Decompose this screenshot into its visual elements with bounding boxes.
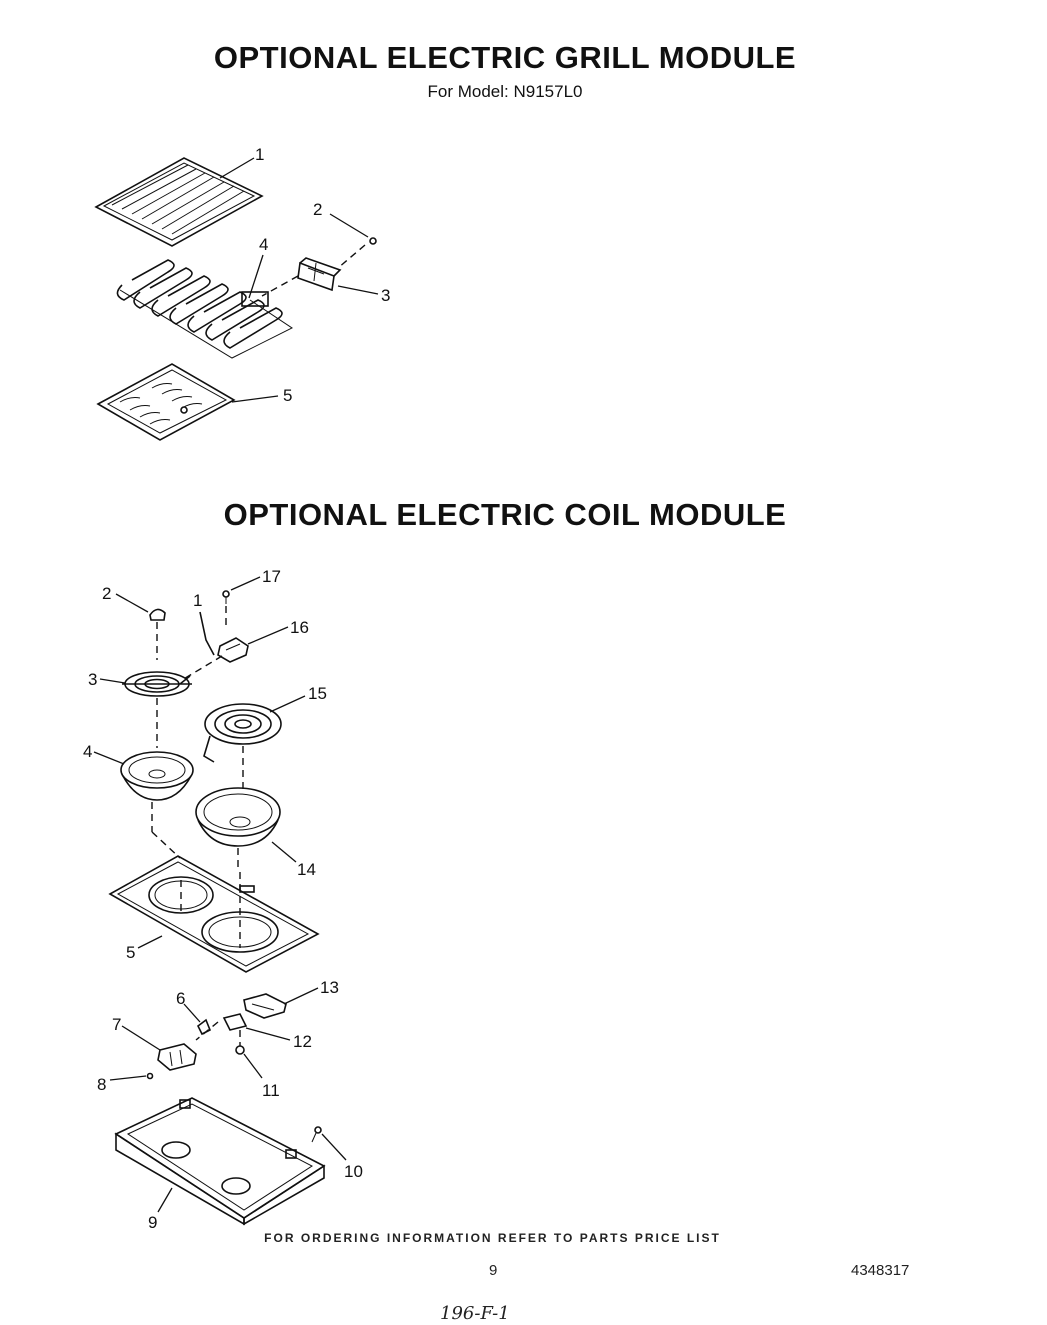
callout-coil-9: 9 bbox=[148, 1213, 157, 1232]
callout-coil-15: 15 bbox=[308, 684, 327, 703]
ordering-note: FOR ORDERING INFORMATION REFER TO PARTS … bbox=[264, 1231, 721, 1245]
coil-screw-10 bbox=[311, 1126, 322, 1143]
callout-coil-3: 3 bbox=[88, 670, 97, 689]
coil-large-drip-bowl bbox=[195, 787, 281, 847]
callout-coil-16: 16 bbox=[290, 618, 309, 637]
coil-small-drip-bowl bbox=[120, 751, 194, 801]
coil-cooktop-panel bbox=[108, 855, 320, 973]
coil-clip-6 bbox=[196, 1018, 212, 1036]
coil-wire bbox=[199, 611, 215, 656]
callout-coil-5: 5 bbox=[126, 943, 135, 962]
callout-coil-1: 1 bbox=[193, 591, 202, 610]
callout-coil-12: 12 bbox=[293, 1032, 312, 1051]
coil-switch-plate-12 bbox=[222, 1013, 248, 1031]
coil-module-title: OPTIONAL ELECTRIC COIL MODULE bbox=[223, 497, 787, 532]
model-line: For Model: N9157L0 bbox=[427, 82, 583, 101]
callout-coil-7: 7 bbox=[112, 1015, 121, 1034]
coil-base-pan bbox=[114, 1097, 326, 1226]
callout-coil-17: 17 bbox=[262, 567, 281, 586]
grill-drip-pan bbox=[96, 363, 236, 441]
callout-coil-13: 13 bbox=[320, 978, 339, 997]
coil-small-element bbox=[122, 671, 192, 697]
callout-coil-6: 6 bbox=[176, 989, 185, 1008]
callout-coil-10: 10 bbox=[344, 1162, 363, 1181]
grill-screw bbox=[369, 237, 377, 245]
coil-large-element bbox=[203, 703, 282, 763]
callout-grill-5: 5 bbox=[283, 386, 292, 405]
callout-grill-4: 4 bbox=[259, 235, 268, 254]
callout-coil-2: 2 bbox=[102, 584, 111, 603]
callout-grill-1: 1 bbox=[255, 145, 264, 164]
coil-cap bbox=[149, 608, 166, 621]
coil-terminal-block-7 bbox=[157, 1043, 197, 1071]
callout-coil-8: 8 bbox=[97, 1075, 106, 1094]
document-number: 4348317 bbox=[851, 1262, 910, 1279]
callout-grill-2: 2 bbox=[313, 200, 322, 219]
coil-nut-11 bbox=[235, 1045, 245, 1055]
callout-coil-11: 11 bbox=[262, 1081, 280, 1100]
coil-bracket-13 bbox=[243, 993, 287, 1019]
coil-receptacle-16 bbox=[217, 637, 249, 663]
callout-coil-4: 4 bbox=[83, 742, 92, 761]
grill-terminal-block bbox=[297, 257, 342, 292]
callout-grill-3: 3 bbox=[381, 286, 390, 305]
coil-screw-8 bbox=[146, 1072, 154, 1080]
page-number: 9 bbox=[489, 1262, 498, 1279]
grill-module-title: OPTIONAL ELECTRIC GRILL MODULE bbox=[213, 40, 797, 75]
handwritten-code: 196-F-1 bbox=[440, 1303, 510, 1324]
grill-grate bbox=[94, 157, 264, 247]
callout-coil-14: 14 bbox=[297, 860, 316, 879]
grill-heating-element bbox=[116, 259, 293, 359]
coil-screw-17 bbox=[222, 590, 230, 604]
